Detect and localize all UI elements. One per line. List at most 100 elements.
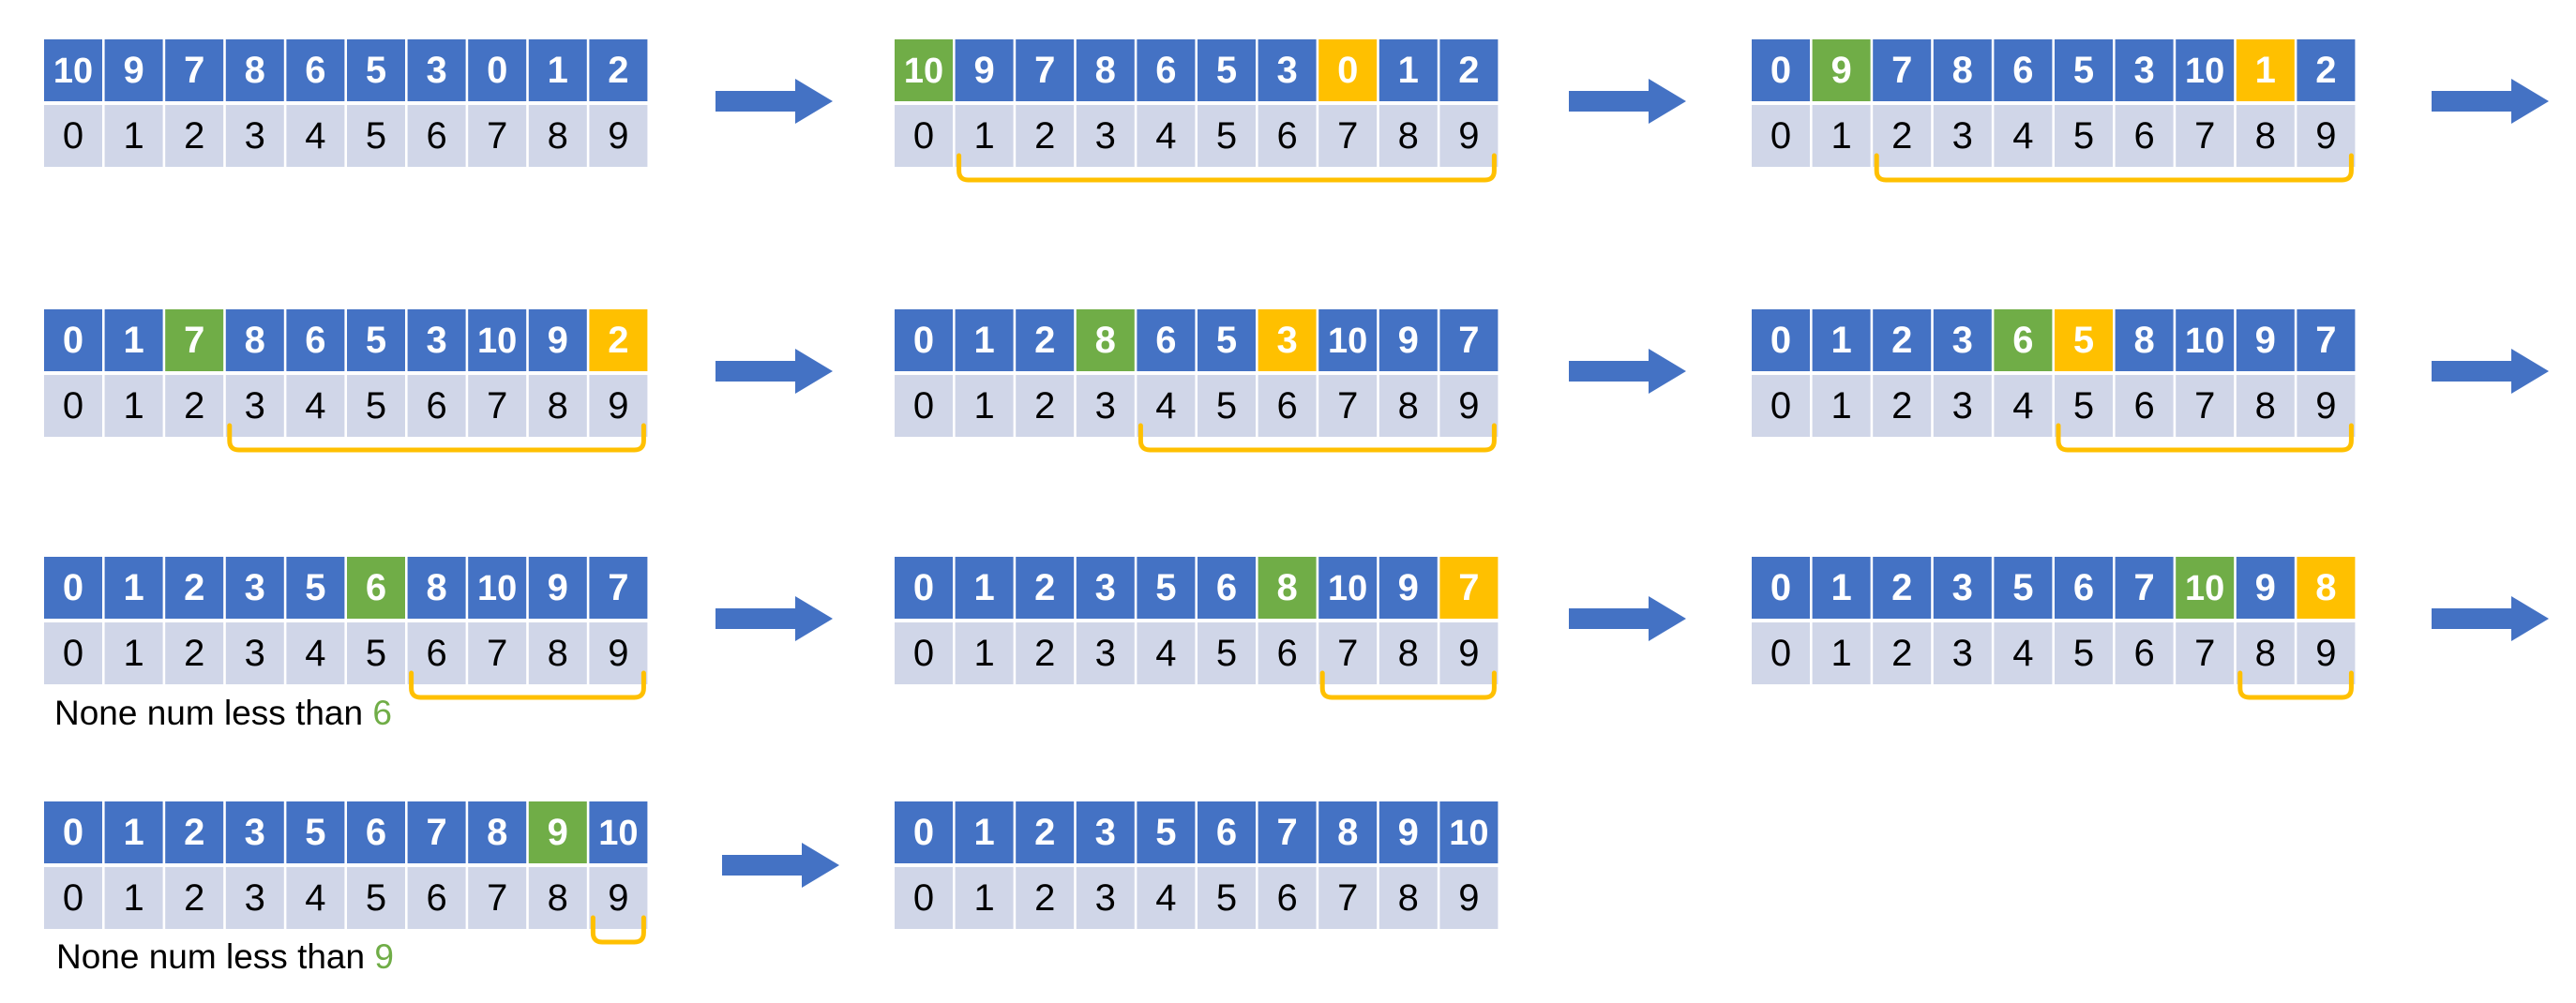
value-label: 7: [1276, 812, 1297, 853]
index-label: 7: [1337, 385, 1358, 427]
value-cell: [2297, 39, 2356, 101]
value-cell: [2055, 309, 2113, 371]
value-label: 6: [305, 320, 325, 361]
unsorted-range-bracket: [409, 670, 646, 700]
index-cell: [1873, 622, 1932, 684]
value-cell: [528, 801, 587, 863]
index-cell: [895, 867, 953, 929]
index-label: 1: [123, 877, 143, 919]
index-cell: [1873, 105, 1932, 167]
index-label: 4: [1155, 115, 1176, 157]
index-label: 4: [2012, 385, 2033, 427]
value-label: 7: [1458, 567, 1479, 608]
index-label: 4: [305, 385, 325, 427]
index-label: 5: [2073, 633, 2094, 674]
caption-highlight: 9: [374, 937, 394, 976]
index-cell: [347, 867, 405, 929]
right-arrow-icon: [1569, 79, 1686, 124]
value-label: 10: [477, 569, 517, 608]
index-cell: [2297, 622, 2356, 684]
index-label: 8: [2255, 115, 2276, 157]
value-cell: [44, 801, 102, 863]
value-cell: [1016, 309, 1075, 371]
value-label: 6: [1155, 320, 1176, 361]
right-arrow-icon: [716, 349, 833, 394]
value-label: 7: [184, 50, 204, 91]
value-cell: [1439, 39, 1499, 101]
value-label: 7: [1034, 50, 1055, 91]
index-label: 8: [2255, 633, 2276, 674]
value-label: 9: [548, 567, 568, 608]
index-cell: [2055, 622, 2113, 684]
right-arrow-shape: [722, 843, 839, 888]
caption-no-smaller-than-6: None num less than 6: [54, 694, 392, 733]
index-cell: [1439, 375, 1499, 437]
index-cell: [104, 105, 163, 167]
index-label: 6: [2133, 385, 2154, 427]
index-label: 1: [123, 633, 143, 674]
index-cell: [165, 375, 224, 437]
index-label: 2: [1891, 633, 1912, 674]
caption-no-smaller-than-9: None num less than 9: [56, 937, 394, 977]
index-cell: [1933, 375, 1992, 437]
value-cell: [2176, 557, 2235, 619]
value-cell: [1752, 309, 1810, 371]
index-cell: [1137, 622, 1196, 684]
value-label: 10: [598, 814, 638, 853]
index-cell: [1812, 622, 1871, 684]
value-cell: [1076, 801, 1135, 863]
value-label: 5: [1155, 567, 1176, 608]
value-label: 3: [426, 50, 446, 91]
value-cell: [1994, 309, 2053, 371]
value-label: 9: [548, 812, 568, 853]
index-label: 0: [63, 115, 83, 157]
value-cell: [895, 801, 953, 863]
index-cell: [1378, 375, 1438, 437]
index-label: 6: [426, 115, 446, 157]
value-label: 0: [913, 812, 934, 853]
index-label: 8: [548, 115, 568, 157]
index-cell: [1994, 375, 2053, 437]
index-label: 6: [1276, 115, 1297, 157]
value-cell: [1137, 801, 1196, 863]
index-label: 9: [1458, 385, 1479, 427]
value-label: 3: [1952, 567, 1973, 608]
value-label: 9: [2255, 567, 2276, 608]
index-cell: [2115, 375, 2174, 437]
value-cell: [1198, 801, 1256, 863]
value-label: 7: [2133, 567, 2154, 608]
value-cell: [1873, 309, 1932, 371]
value-label: 1: [973, 812, 994, 853]
value-label: 1: [1830, 567, 1851, 608]
index-cell: [1378, 867, 1438, 929]
right-arrow-shape: [1569, 349, 1686, 394]
value-cell: [44, 557, 102, 619]
index-cell: [225, 105, 284, 167]
index-label: 0: [1770, 385, 1791, 427]
value-cell: [1016, 801, 1075, 863]
index-label: 3: [1952, 385, 1973, 427]
index-label: 7: [487, 877, 507, 919]
value-cell: [1812, 557, 1871, 619]
value-cell: [1378, 309, 1438, 371]
index-label: 7: [2194, 385, 2215, 427]
unsorted-range-bracket: [2237, 670, 2354, 700]
index-label: 8: [1398, 633, 1419, 674]
index-cell: [1076, 867, 1135, 929]
value-label: 2: [608, 320, 628, 361]
value-label: 3: [1095, 812, 1116, 853]
value-label: 10: [1328, 322, 1367, 361]
value-cell: [955, 557, 1014, 619]
index-label: 8: [548, 385, 568, 427]
value-label: 7: [184, 320, 204, 361]
caption-text: None num less than: [56, 937, 375, 976]
value-cell: [1258, 801, 1317, 863]
index-cell: [1137, 105, 1196, 167]
value-cell: [286, 39, 345, 101]
value-label: 6: [2012, 320, 2033, 361]
value-cell: [225, 801, 284, 863]
right-arrow-shape: [1569, 596, 1686, 641]
index-label: 4: [1155, 877, 1176, 919]
